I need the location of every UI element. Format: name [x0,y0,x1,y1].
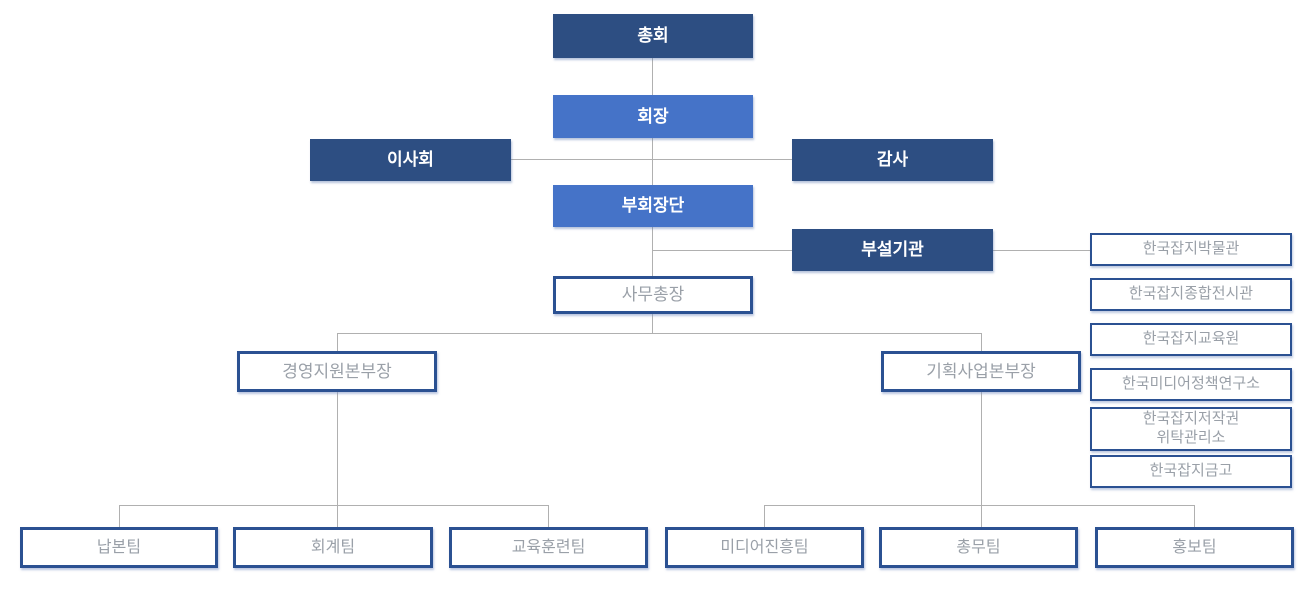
node-management-support-head: 경영지원본부장 [237,351,437,392]
node-affiliate: 한국잡지금고 [1090,455,1292,488]
node-affiliated-org: 부설기관 [792,229,993,271]
connector-split-bar [337,333,981,334]
connector-team-drop-2 [337,505,338,527]
node-affiliate: 한국잡지교육원 [1090,323,1292,356]
connector-assembly-chairman [652,58,653,95]
node-team: 교육훈련팀 [449,527,648,568]
connector-team-drop-3 [548,505,549,527]
connector-team-drop-6 [1194,505,1195,527]
node-team: 회계팀 [233,527,433,568]
connector-right-teams-bar [764,505,1194,506]
node-chairman: 회장 [553,95,753,138]
connector-vice-secretary [652,227,653,276]
node-board-of-directors: 이사회 [310,139,511,181]
connector-split-left-drop [337,333,338,351]
connector-chairman-vice [652,138,653,185]
connector-board-auditor [511,159,792,160]
connector-branch-affiliated [653,250,792,251]
connector-team-drop-1 [119,505,120,527]
connector-team-drop-5 [981,505,982,527]
node-team: 미디어진흥팀 [665,527,864,568]
node-team: 홍보팀 [1095,527,1294,568]
node-secretary-general: 사무총장 [553,276,753,314]
connector-affiliated-column [993,250,1090,251]
node-affiliate: 한국잡지저작권 위탁관리소 [1090,407,1292,451]
connector-left-teams-bar [119,505,548,506]
node-vice-chairmen: 부회장단 [553,185,753,227]
node-team: 총무팀 [879,527,1078,568]
node-auditor: 감사 [792,139,993,181]
node-planning-business-head: 기획사업본부장 [881,351,1081,392]
node-general-assembly: 총회 [553,14,753,58]
connector-right-head-down [981,392,982,505]
connector-secretary-split [652,314,653,333]
connector-split-right-drop [981,333,982,351]
node-affiliate: 한국잡지박물관 [1090,233,1292,266]
node-team: 납본팀 [20,527,218,568]
connector-team-drop-4 [764,505,765,527]
connector-left-head-down [337,392,338,505]
node-affiliate: 한국미디어정책연구소 [1090,368,1292,401]
node-affiliate: 한국잡지종합전시관 [1090,278,1292,311]
